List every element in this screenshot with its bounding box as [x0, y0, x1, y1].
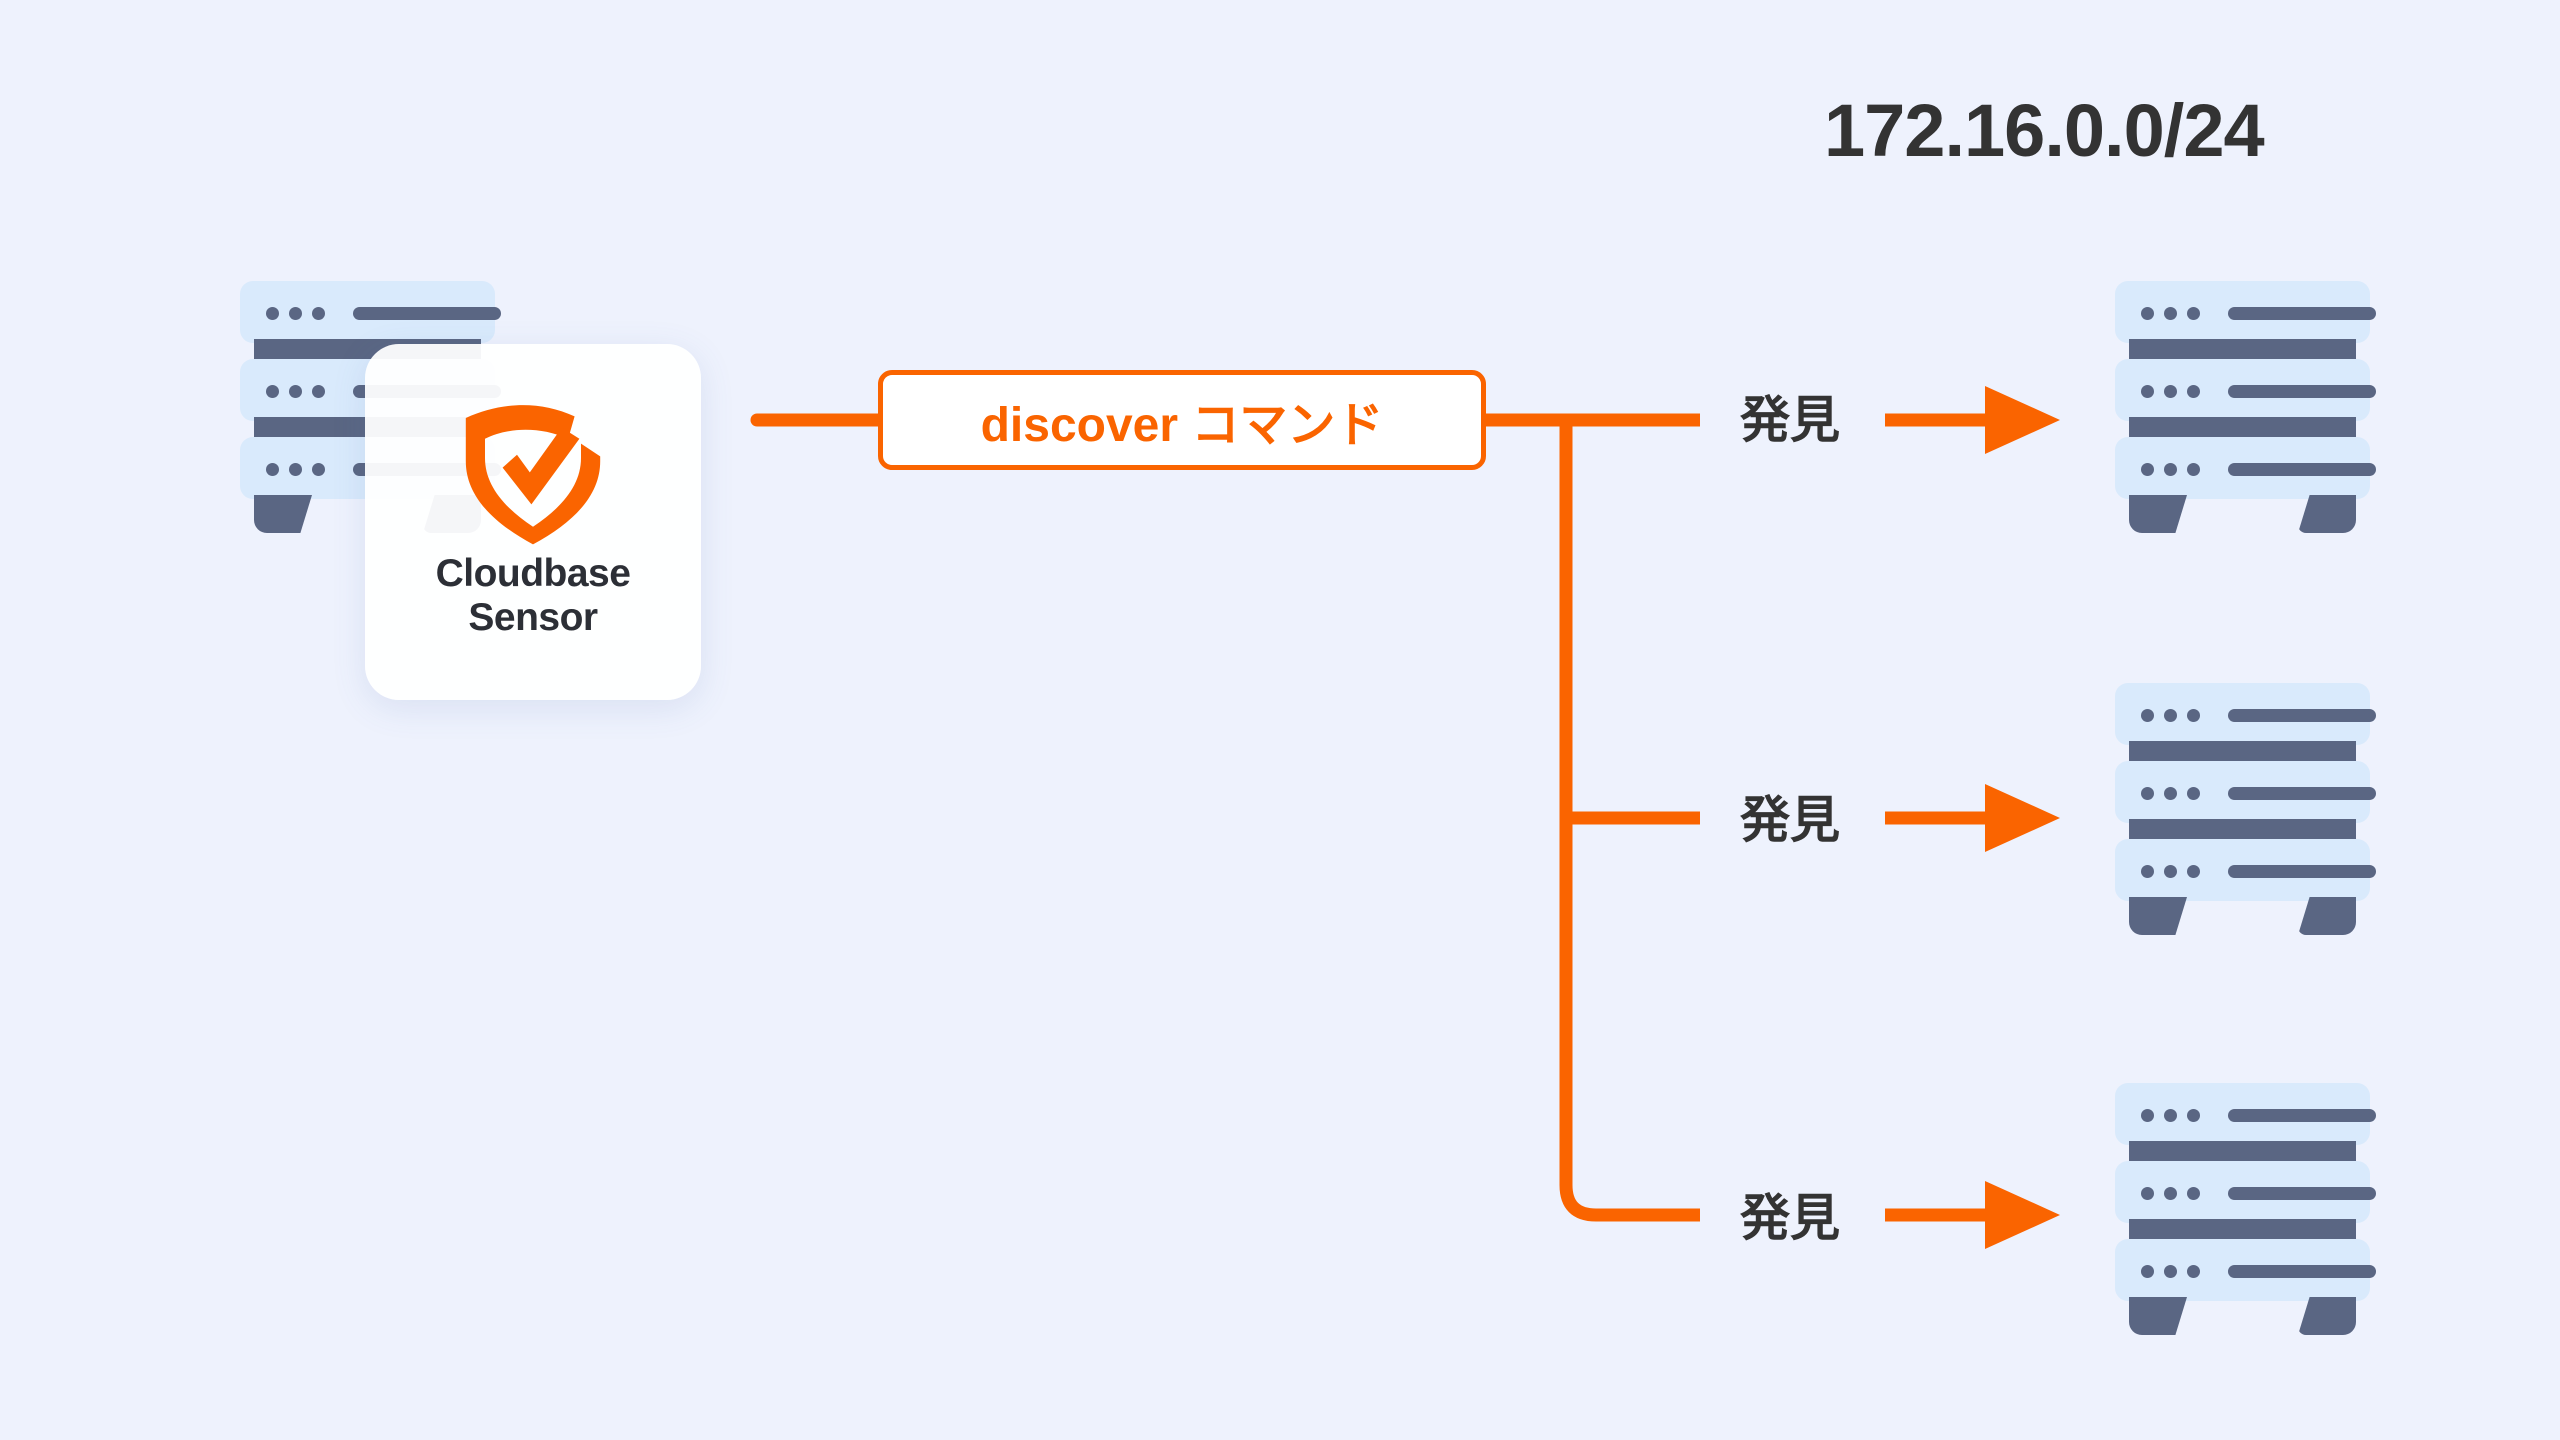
rack-leg — [2129, 495, 2187, 533]
rack-label-bar — [2228, 463, 2376, 476]
sensor-title-line1: Cloudbase — [435, 552, 631, 595]
rack-label-bar — [2228, 385, 2376, 398]
rack-label-bar — [2228, 865, 2376, 878]
rack-label-bar — [2228, 307, 2376, 320]
rack-unit — [2115, 1161, 2376, 1223]
rack-status-dots — [2141, 1109, 2210, 1127]
discover-command-label: discover コマンド — [980, 399, 1384, 452]
rack-unit — [2115, 839, 2376, 901]
rack-status-dots — [2141, 1265, 2210, 1283]
discover-command-box[interactable]: discover コマンド — [878, 370, 1486, 470]
rack-status-dots — [2141, 787, 2210, 805]
rack-label-bar — [2228, 1265, 2376, 1278]
rack-status-dots — [2141, 385, 2210, 403]
server-rack-1 — [2115, 281, 2376, 543]
rack-leg — [2298, 897, 2356, 935]
rack-label-bar — [2228, 1187, 2376, 1200]
rack-leg — [2129, 897, 2187, 935]
discovery-label-2: 発見 — [1740, 792, 1840, 848]
rack-label-bar — [353, 307, 501, 320]
rack-unit — [2115, 359, 2376, 421]
rack-leg — [2298, 1297, 2356, 1335]
server-rack-3 — [2115, 1083, 2376, 1345]
discovery-label-3: 発見 — [1740, 1190, 1840, 1246]
rack-status-dots — [266, 385, 335, 403]
discovery-label-1: 発見 — [1740, 392, 1840, 448]
rack-label-bar — [2228, 709, 2376, 722]
rack-status-dots — [2141, 865, 2210, 883]
rack-status-dots — [266, 307, 335, 325]
rack-status-dots — [2141, 709, 2210, 727]
rack-label-bar — [2228, 787, 2376, 800]
rack-unit — [240, 281, 501, 343]
rack-unit — [2115, 281, 2376, 343]
rack-unit — [2115, 683, 2376, 745]
rack-status-dots — [2141, 307, 2210, 325]
rack-unit — [2115, 437, 2376, 499]
rack-label-bar — [2228, 1109, 2376, 1122]
rack-leg — [254, 495, 312, 533]
rack-leg — [2298, 495, 2356, 533]
cloudbase-sensor-card[interactable]: Cloudbase Sensor — [365, 344, 701, 700]
rack-unit — [2115, 1083, 2376, 1145]
rack-unit — [2115, 1239, 2376, 1301]
rack-status-dots — [2141, 1187, 2210, 1205]
rack-status-dots — [266, 463, 335, 481]
sensor-title: Cloudbase Sensor — [436, 552, 631, 639]
rack-unit — [2115, 761, 2376, 823]
sensor-title-line2: Sensor — [468, 595, 598, 639]
network-cidr-label: 172.16.0.0/24 — [1824, 89, 2265, 172]
shield-check-icon — [465, 405, 601, 545]
rack-status-dots — [2141, 463, 2210, 481]
server-rack-2 — [2115, 683, 2376, 945]
rack-leg — [2129, 1297, 2187, 1335]
